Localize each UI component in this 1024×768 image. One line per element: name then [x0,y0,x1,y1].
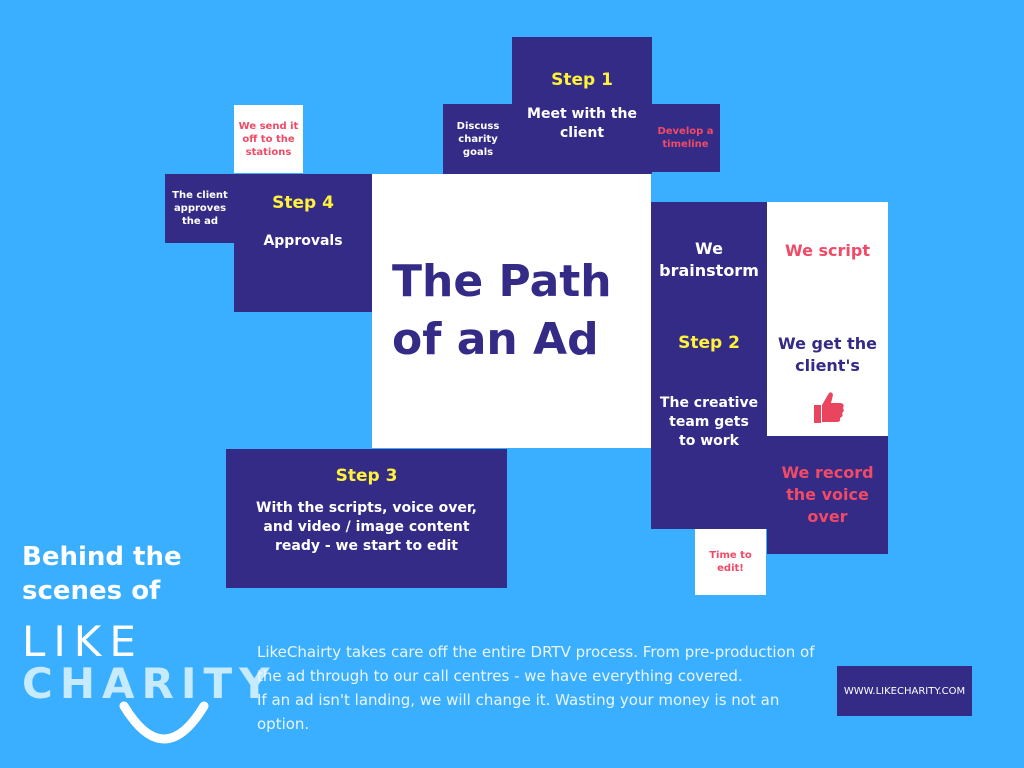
step2-box: Step 2 The creative team gets to work [651,318,767,529]
description-line1: LikeChairty takes care off the entire DR… [257,643,815,685]
description: LikeChairty takes care off the entire DR… [257,640,827,736]
step1-right-note: Develop a timeline [651,104,720,172]
step1-left-note: Discuss charity goals [443,104,513,174]
step1-box: Step 1 Meet with the client [512,37,652,174]
step3-label: Step 3 [335,466,398,486]
title-line1: The Path [392,256,612,307]
step4-box: Step 4 Approvals [234,174,372,312]
brainstorm-box: We brainstorm [651,202,767,318]
step1-label: Step 1 [551,69,613,90]
script-box: We script [767,202,888,299]
title-line2: of an Ad [392,314,599,365]
step4-text: Approvals [263,233,343,249]
approval-text: We get the client's [778,334,877,375]
step3-text: With the scripts, voice over, and video … [256,500,477,554]
step2-text: The creative team gets to work [659,395,759,449]
record-box: We record the voice over [767,436,888,554]
smile-arc-icon [118,700,210,750]
step1-text: Meet with the client [527,105,637,141]
time-note: Time to edit! [695,529,766,595]
tagline: Behind the scenes of [22,540,182,608]
tagline-line1: Behind the [22,542,182,572]
title-box: The Path of an Ad [372,174,651,448]
description-line2: If an ad isn't landing, we will change i… [257,691,780,733]
step3-box: Step 3 With the scripts, voice over, and… [226,449,507,588]
tagline-line2: scenes of [22,576,161,606]
step4-left-note: The client approves the ad [165,174,235,243]
step4-label: Step 4 [272,193,334,213]
thumbs-up-icon [808,387,848,431]
step2-label: Step 2 [678,333,740,353]
step4-top-note: We send it off to the stations [234,105,303,173]
approval-box: We get the client's [767,299,888,436]
logo-like: LIKE [22,617,144,666]
logo-charity: CHARITY [22,659,277,708]
website-link[interactable]: WWW.LIKECHARITY.COM [837,666,972,716]
